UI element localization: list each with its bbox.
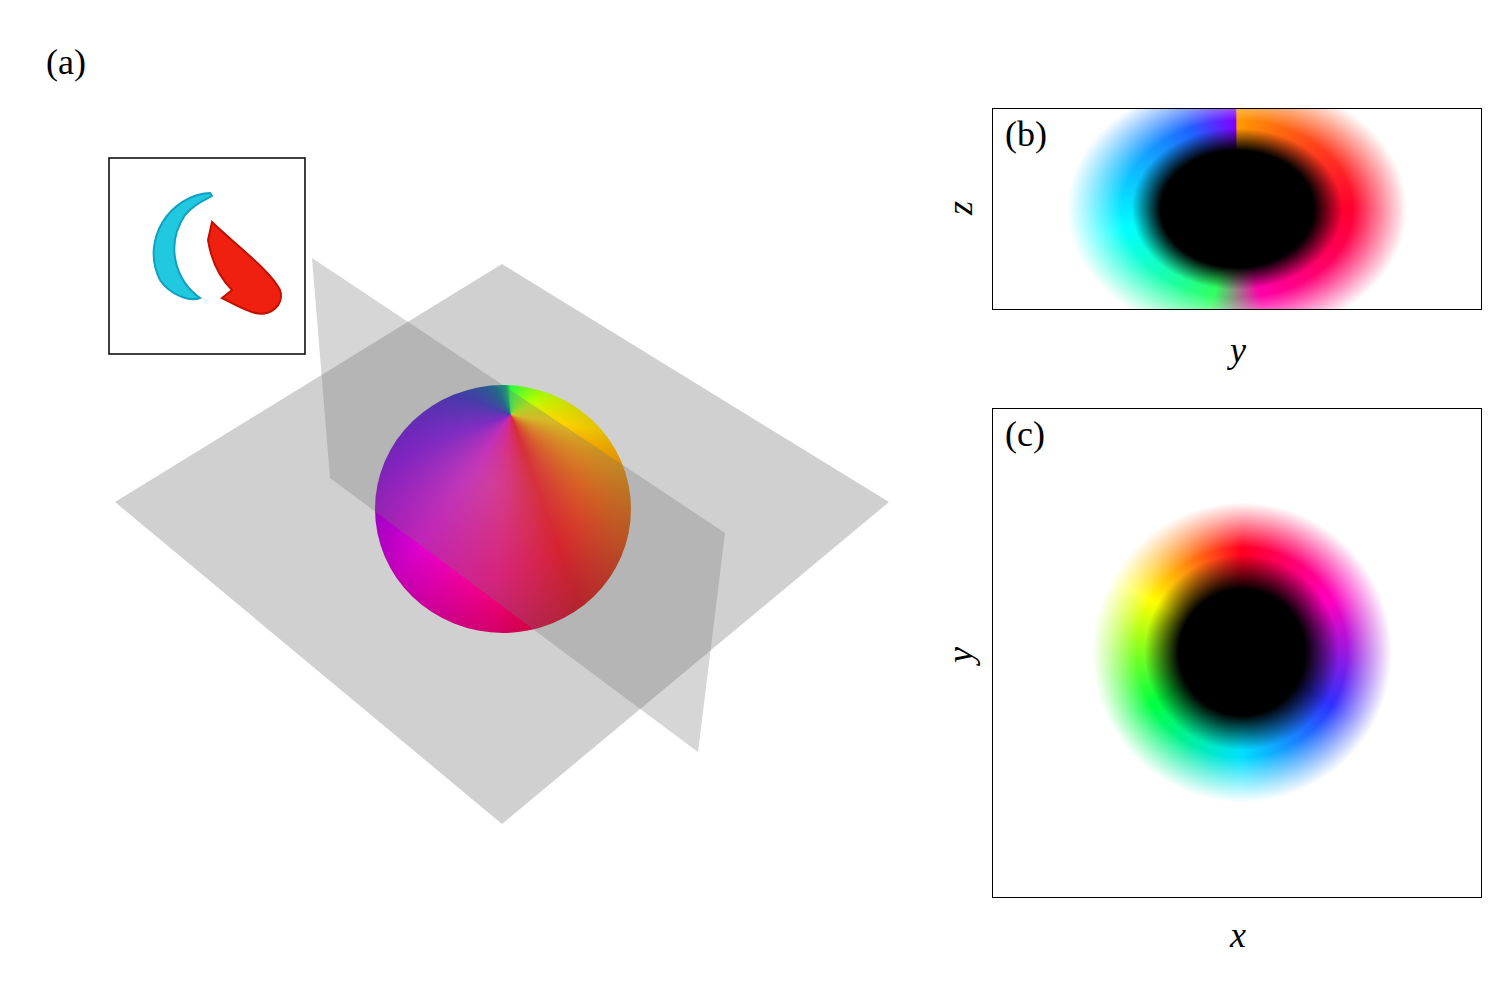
axis-label: y bbox=[1230, 332, 1246, 368]
panel-frame: (b) bbox=[992, 108, 1482, 310]
inset-box bbox=[109, 158, 305, 354]
axis-label: y bbox=[942, 647, 978, 663]
axis-label: x bbox=[1230, 917, 1246, 953]
field-slice-xy bbox=[993, 409, 1481, 896]
field-slice-yz bbox=[993, 109, 1481, 309]
panel-label: (a) bbox=[46, 44, 86, 80]
axis-label: z bbox=[942, 201, 978, 215]
panel-label: (b) bbox=[1005, 113, 1047, 155]
cyan-crescent bbox=[154, 193, 212, 299]
red-blade bbox=[208, 222, 281, 313]
panel-frame: (c) bbox=[992, 408, 1482, 898]
panel-label: (c) bbox=[1005, 413, 1045, 455]
vertical-plane bbox=[312, 258, 725, 752]
